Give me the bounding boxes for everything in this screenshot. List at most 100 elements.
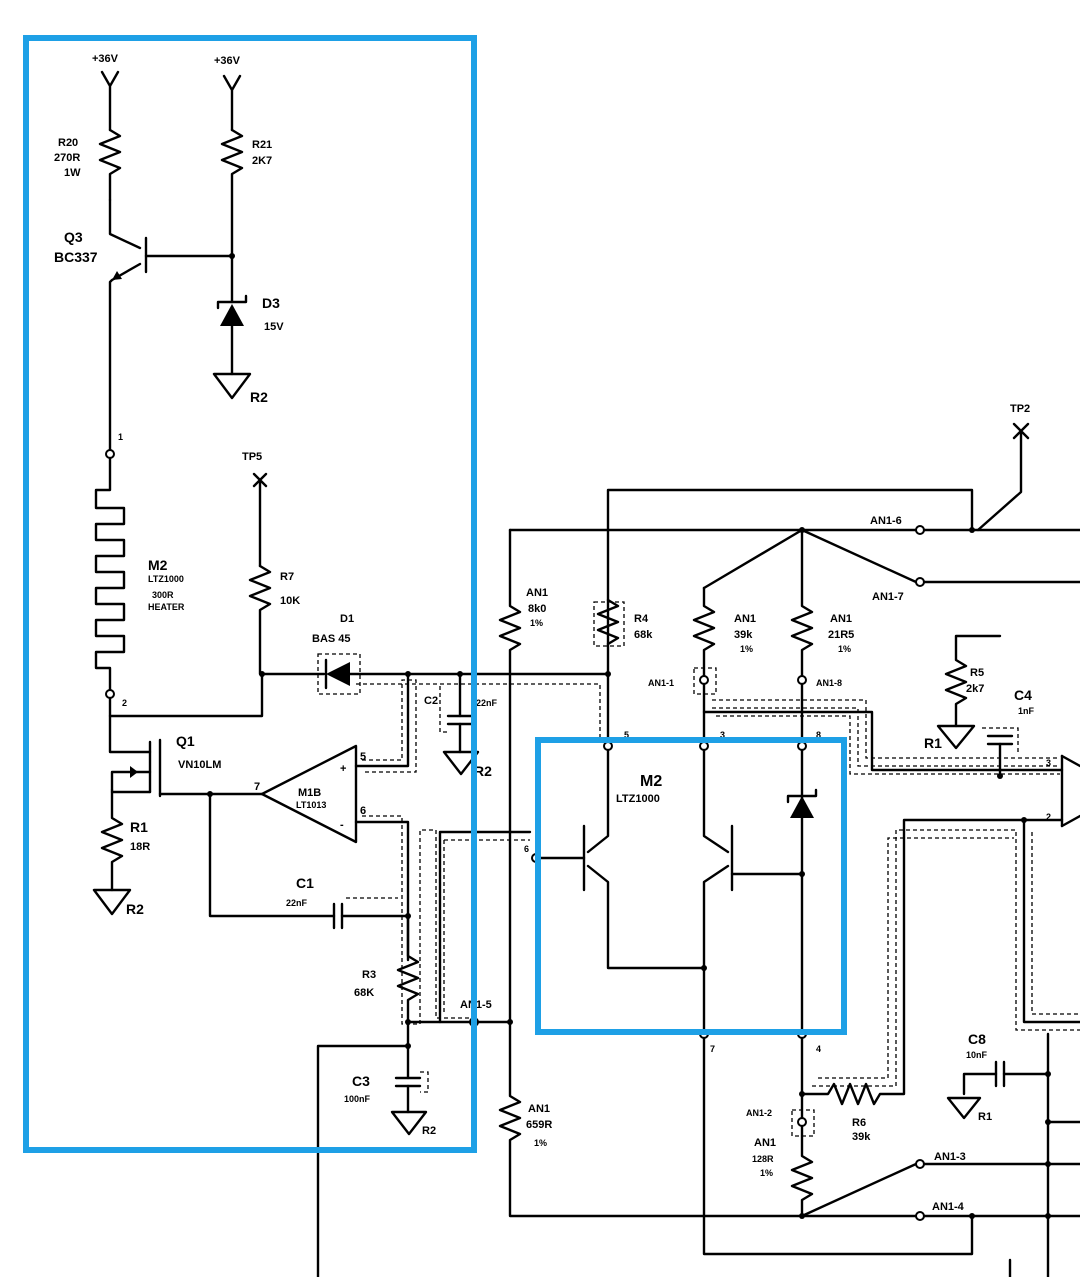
resistor-an1-128r: AN1 128R 1% (752, 1124, 814, 1219)
r7-name: R7 (280, 571, 294, 583)
r6-name: R6 (852, 1117, 866, 1129)
d3-name: D3 (262, 295, 280, 311)
r4-name: R4 (634, 613, 649, 625)
resistor-r1: R1 18R (100, 788, 150, 892)
an1-21r5-tol: 1% (838, 644, 851, 654)
an1-128r-tol: 1% (760, 1168, 773, 1178)
r20-name: R20 (58, 137, 78, 149)
r21-name: R21 (252, 139, 272, 151)
supply-left-label: +36V (92, 53, 119, 65)
m2-pin3-label: 3 (720, 730, 725, 740)
m2-pin8-label: 8 (816, 730, 821, 740)
resistor-an1-21r5: AN1 21R5 1% AN1-8 (790, 528, 854, 744)
c8-value: 10nF (966, 1050, 988, 1060)
an1-128r-name: AN1 (754, 1137, 776, 1149)
heater-part: LTZ1000 (148, 574, 184, 584)
an1-3-label: AN1-3 (934, 1151, 966, 1163)
ground-c3-label: R2 (422, 1125, 436, 1137)
c4-value: 1nF (1018, 706, 1035, 716)
r3-value: 68K (354, 987, 374, 999)
heater-pin1: 1 (118, 432, 123, 442)
highlight-heater-section (23, 35, 477, 1153)
testpoint-tp5: TP5 (242, 451, 268, 568)
heater-pin2: 2 (122, 698, 127, 708)
tp2-label: TP2 (1010, 403, 1030, 415)
ground-r2-left: R2 (92, 888, 144, 917)
ground-r2-top: R2 (212, 372, 268, 405)
ground-r1-right: R1 (924, 724, 976, 751)
c4-name: C4 (1014, 687, 1032, 703)
m1b-pin5: 5 (360, 751, 366, 763)
r6-value: 39k (852, 1131, 871, 1143)
c8-name: C8 (968, 1031, 986, 1047)
m1b-pin7: 7 (254, 781, 260, 793)
c3-value: 100nF (344, 1094, 371, 1104)
an1-39k-value: 39k (734, 629, 753, 641)
resistor-an1-8k0: AN1 8k0 1% (498, 528, 548, 1024)
r4-value: 68k (634, 629, 653, 641)
supply-right: +36V (214, 55, 242, 132)
supply-left: +36V (92, 53, 120, 132)
opamp-right-pin3: 3 (1046, 758, 1051, 768)
an1-21r5-value: 21R5 (828, 629, 854, 641)
c1-name: C1 (296, 875, 314, 891)
m2-pin6-label: 6 (524, 844, 529, 854)
an1-8k0-value: 8k0 (528, 603, 546, 615)
ground-c8: R1 (946, 1096, 992, 1123)
m2-name: M2 (640, 773, 662, 790)
resistor-r4: R4 68k (593, 598, 653, 647)
an1-659r-value: 659R (526, 1119, 552, 1131)
an1-6-label: AN1-6 (870, 515, 902, 527)
q3-name: Q3 (64, 229, 83, 245)
mosfet-q1: Q1 VN10LM (110, 733, 264, 798)
opamp-m1b: M1B LT1013 7 5 6 + - (254, 672, 420, 1025)
r20-value: 270R (54, 152, 80, 164)
an1-21r5-name: AN1 (830, 613, 852, 625)
r1-name: R1 (130, 819, 148, 835)
d3-value: 15V (264, 321, 284, 333)
m2-part: LTZ1000 (616, 793, 660, 805)
an1-1-label: AN1-1 (648, 678, 674, 688)
resistor-r6: R6 39k (800, 818, 1026, 1143)
an1-8k0-name: AN1 (526, 587, 548, 599)
m2-pin7-label: 7 (710, 1044, 715, 1054)
ground-r1-right-label: R1 (924, 735, 942, 751)
c3-name: C3 (352, 1073, 370, 1089)
ltz1000-m2: 5 3 8 M2 LTZ1000 6 7 4 (524, 730, 821, 1054)
ground-c2-label: R2 (474, 763, 492, 779)
capacitor-c1: C1 22nF (208, 792, 411, 930)
an1-8k0-tol: 1% (530, 618, 543, 628)
m1b-pin6: 6 (360, 805, 366, 817)
resistor-r21: R21 2K7 (220, 128, 272, 258)
q1-part: VN10LM (178, 759, 221, 771)
r5-value: 2k7 (966, 683, 984, 695)
m1b-part: LT1013 (296, 800, 326, 810)
r1-value: 18R (130, 841, 150, 853)
supply-right-label: +36V (214, 55, 241, 67)
ground-r2-left-label: R2 (126, 901, 144, 917)
transistor-q3: Q3 BC337 (54, 198, 235, 452)
resistor-r3: R3 68K (354, 914, 420, 1024)
c2-value: 22nF (476, 698, 498, 708)
an1-8-label: AN1-8 (816, 678, 842, 688)
capacitor-c3: C3 100nF (316, 1020, 429, 1277)
an1-2-label: AN1-2 (746, 1108, 772, 1118)
diode-d1: D1 BAS 45 (260, 613, 610, 695)
m1b-name: M1B (298, 787, 321, 799)
highlight-ltz1000 (535, 737, 847, 1035)
c2-name: C2 (424, 695, 438, 707)
an1-128r-value: 128R (752, 1154, 774, 1164)
resistor-an1-659r: AN1 659R 1% (498, 1020, 804, 1218)
d1-part: BAS 45 (312, 633, 351, 645)
resistor-r7: R7 10K (248, 564, 300, 677)
an1-39k-tol: 1% (740, 644, 753, 654)
heater-m2: 1 2 M2 LTZ1000 300R HEATER (94, 432, 185, 708)
tp5-label: TP5 (242, 451, 262, 463)
r20-rating: 1W (64, 167, 81, 179)
heater-value: 300R (152, 590, 174, 600)
resistor-r20: R20 270R 1W (54, 128, 122, 202)
heater-name: M2 (148, 557, 168, 573)
ground-c2: R2 (442, 750, 492, 779)
resistor-an1-39k: AN1 39k 1% AN1-1 (648, 586, 756, 744)
